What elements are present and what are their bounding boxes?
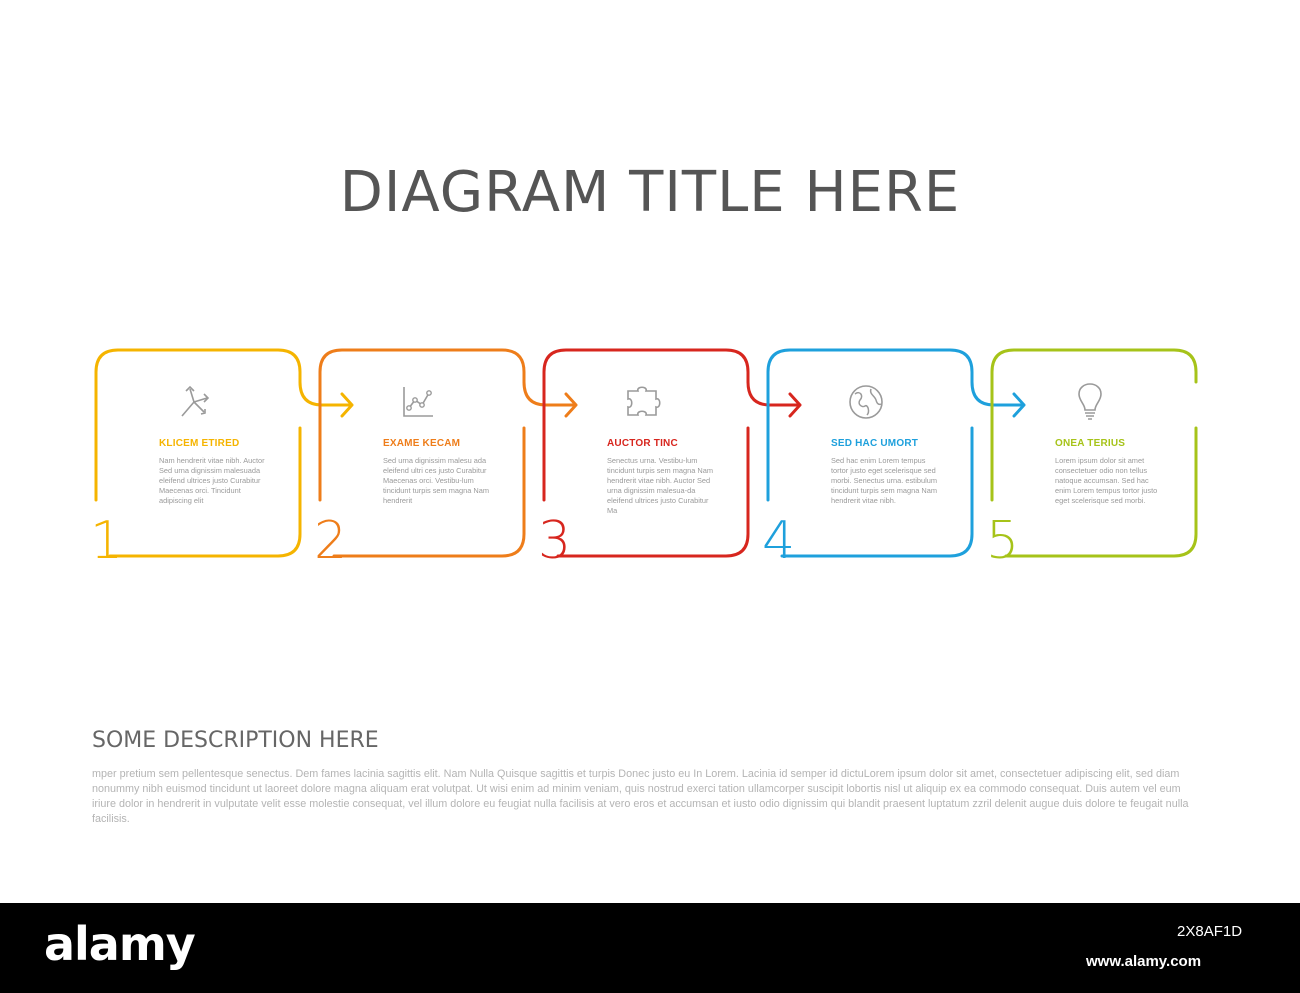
step-5-box: 5	[986, 348, 1198, 571]
step-4-text: SED HAC UMORT Sed hac enim Lorem tempus …	[831, 438, 941, 506]
step-5-number: 5	[986, 511, 1019, 571]
puzzle-piece-icon	[627, 386, 661, 416]
light-bulb-icon	[1078, 383, 1102, 420]
watermark-banner: alamy 2X8AF1D www.alamy.com	[0, 903, 1300, 993]
step-3-body: Senectus urna. Vestibu-lum tincidunt tur…	[607, 456, 713, 515]
step-4-heading: SED HAC UMORT	[831, 438, 919, 449]
line-chart-icon	[403, 387, 433, 417]
step-1-heading: KLICEM ETIRED	[159, 438, 240, 449]
process-diagram: 1 2 3 4 5	[90, 348, 1198, 571]
step-2-text: EXAME KECAM Sed urna dignissim malesu ad…	[383, 438, 493, 506]
arrows-split-icon	[181, 385, 210, 417]
step-3-heading: AUCTOR TINC	[607, 438, 678, 449]
alamy-logo: alamy	[44, 917, 196, 971]
step-1-box: 1	[90, 348, 354, 571]
step-3-box: 3	[538, 348, 802, 571]
step-2-body: Sed urna dignissim malesu ada eleifend u…	[383, 456, 489, 505]
description-title: SOME DESCRIPTION HERE	[92, 728, 379, 753]
diagram-title: DIAGRAM TITLE HERE	[339, 160, 961, 225]
site-url: www.alamy.com	[1086, 953, 1202, 970]
step-3-outline	[542, 348, 750, 558]
step-4-body: Sed hac enim Lorem tempus tortor justo e…	[831, 456, 937, 505]
description-body: mper pretium sem pellentesque senectus. …	[92, 768, 1189, 825]
step-1-outline	[94, 348, 302, 558]
step-3-number: 3	[538, 511, 571, 571]
globe-icon	[849, 385, 883, 419]
step-2-number: 2	[314, 511, 347, 571]
step-4-number: 4	[762, 511, 795, 571]
connector-arrow-3-4	[746, 380, 802, 418]
step-1-text: KLICEM ETIRED Nam hendrerit vitae nibh. …	[159, 438, 269, 506]
step-5-outline	[990, 348, 1198, 558]
step-1-number: 1	[90, 511, 123, 571]
step-2-outline	[318, 348, 526, 558]
step-4-outline	[766, 348, 974, 558]
image-id: 2X8AF1D	[1177, 923, 1243, 940]
step-5-text: ONEA TERIUS Lorem ipsum dolor sit amet c…	[1055, 438, 1165, 506]
connector-arrow-4-5	[970, 380, 1026, 418]
step-5-body: Lorem ipsum dolor sit amet consectetuer …	[1055, 456, 1158, 505]
step-1-body: Nam hendrerit vitae nibh. Auctor Sed urn…	[159, 456, 265, 505]
connector-arrow-2-3	[522, 380, 578, 418]
step-5-heading: ONEA TERIUS	[1055, 438, 1126, 449]
step-2-box: 2	[314, 348, 578, 571]
step-2-heading: EXAME KECAM	[383, 438, 461, 449]
connector-arrow-1-2	[298, 380, 354, 418]
step-3-text: AUCTOR TINC Senectus urna. Vestibu-lum t…	[607, 438, 717, 516]
step-4-box: 4	[762, 348, 1026, 571]
